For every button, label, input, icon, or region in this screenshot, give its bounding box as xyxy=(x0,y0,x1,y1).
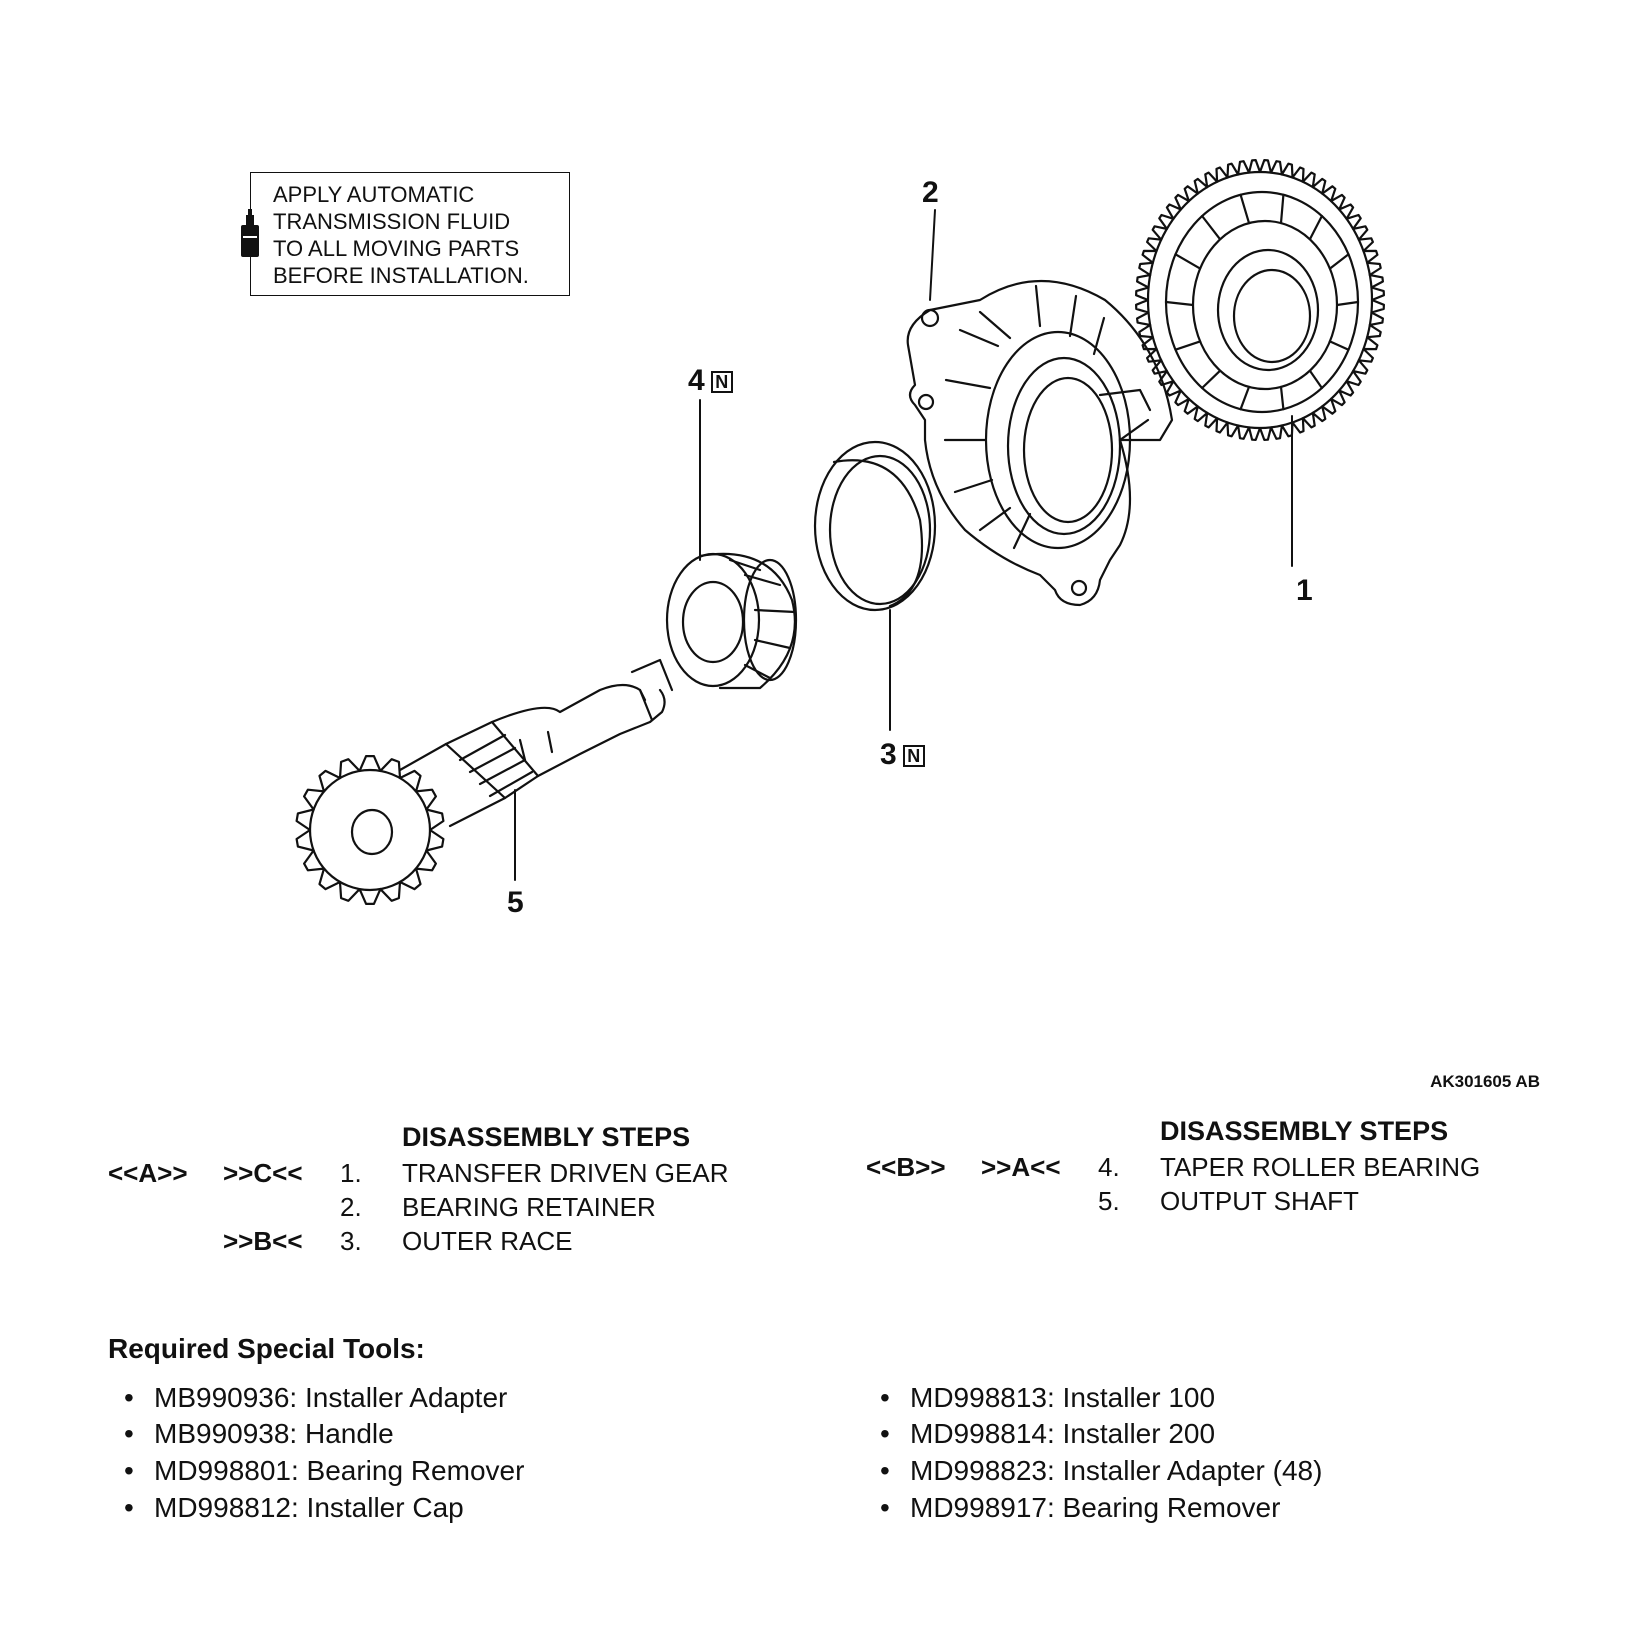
note-line-2: TRANSMISSION FLUID xyxy=(273,209,511,234)
part-5-output-shaft xyxy=(295,658,674,905)
step-row: <<A>> >>C<< 1. TRANSFER DRIVEN GEAR xyxy=(108,1158,729,1188)
note-line-3: TO ALL MOVING PARTS xyxy=(273,236,520,261)
callout-2: 2 xyxy=(922,176,939,209)
oil-can-icon xyxy=(241,209,259,257)
part-1-transfer-driven-gear xyxy=(1135,159,1385,441)
gear-1-teeth xyxy=(1135,159,1385,441)
steps-heading-left: DISASSEMBLY STEPS xyxy=(402,1122,691,1152)
new-part-badge: N xyxy=(902,745,925,767)
step-row: <<B>> >>A<< 4. TAPER ROLLER BEARING xyxy=(866,1152,1481,1182)
part-4-taper-roller-bearing xyxy=(665,552,798,690)
callout-5: 5 xyxy=(507,886,524,919)
exploded-view-diagram xyxy=(295,159,1385,905)
figure-code: AK301605 AB xyxy=(1430,1072,1540,1091)
atf-note-box: APPLY AUTOMATIC TRANSMISSION FLUID TO AL… xyxy=(241,172,570,296)
step-row: 2. BEARING RETAINER xyxy=(340,1192,656,1222)
part-2-bearing-retainer xyxy=(906,279,1174,607)
new-part-badge: N xyxy=(710,371,733,393)
leader-lines xyxy=(514,209,1293,881)
callout-1: 1 xyxy=(1296,574,1313,607)
gear-5-teeth xyxy=(295,755,445,905)
steps-heading-right: DISASSEMBLY STEPS xyxy=(1160,1116,1449,1146)
gear-1-hub-ribs xyxy=(1164,193,1360,411)
tools-heading: Required Special Tools: xyxy=(108,1333,425,1364)
step-row: 5. OUTPUT SHAFT xyxy=(1098,1186,1359,1216)
note-line-1: APPLY AUTOMATIC xyxy=(273,182,475,207)
part-3-outer-race xyxy=(813,440,937,612)
step-row: >>B<< 3. OUTER RACE xyxy=(223,1226,573,1256)
note-line-4: BEFORE INSTALLATION. xyxy=(273,263,529,288)
